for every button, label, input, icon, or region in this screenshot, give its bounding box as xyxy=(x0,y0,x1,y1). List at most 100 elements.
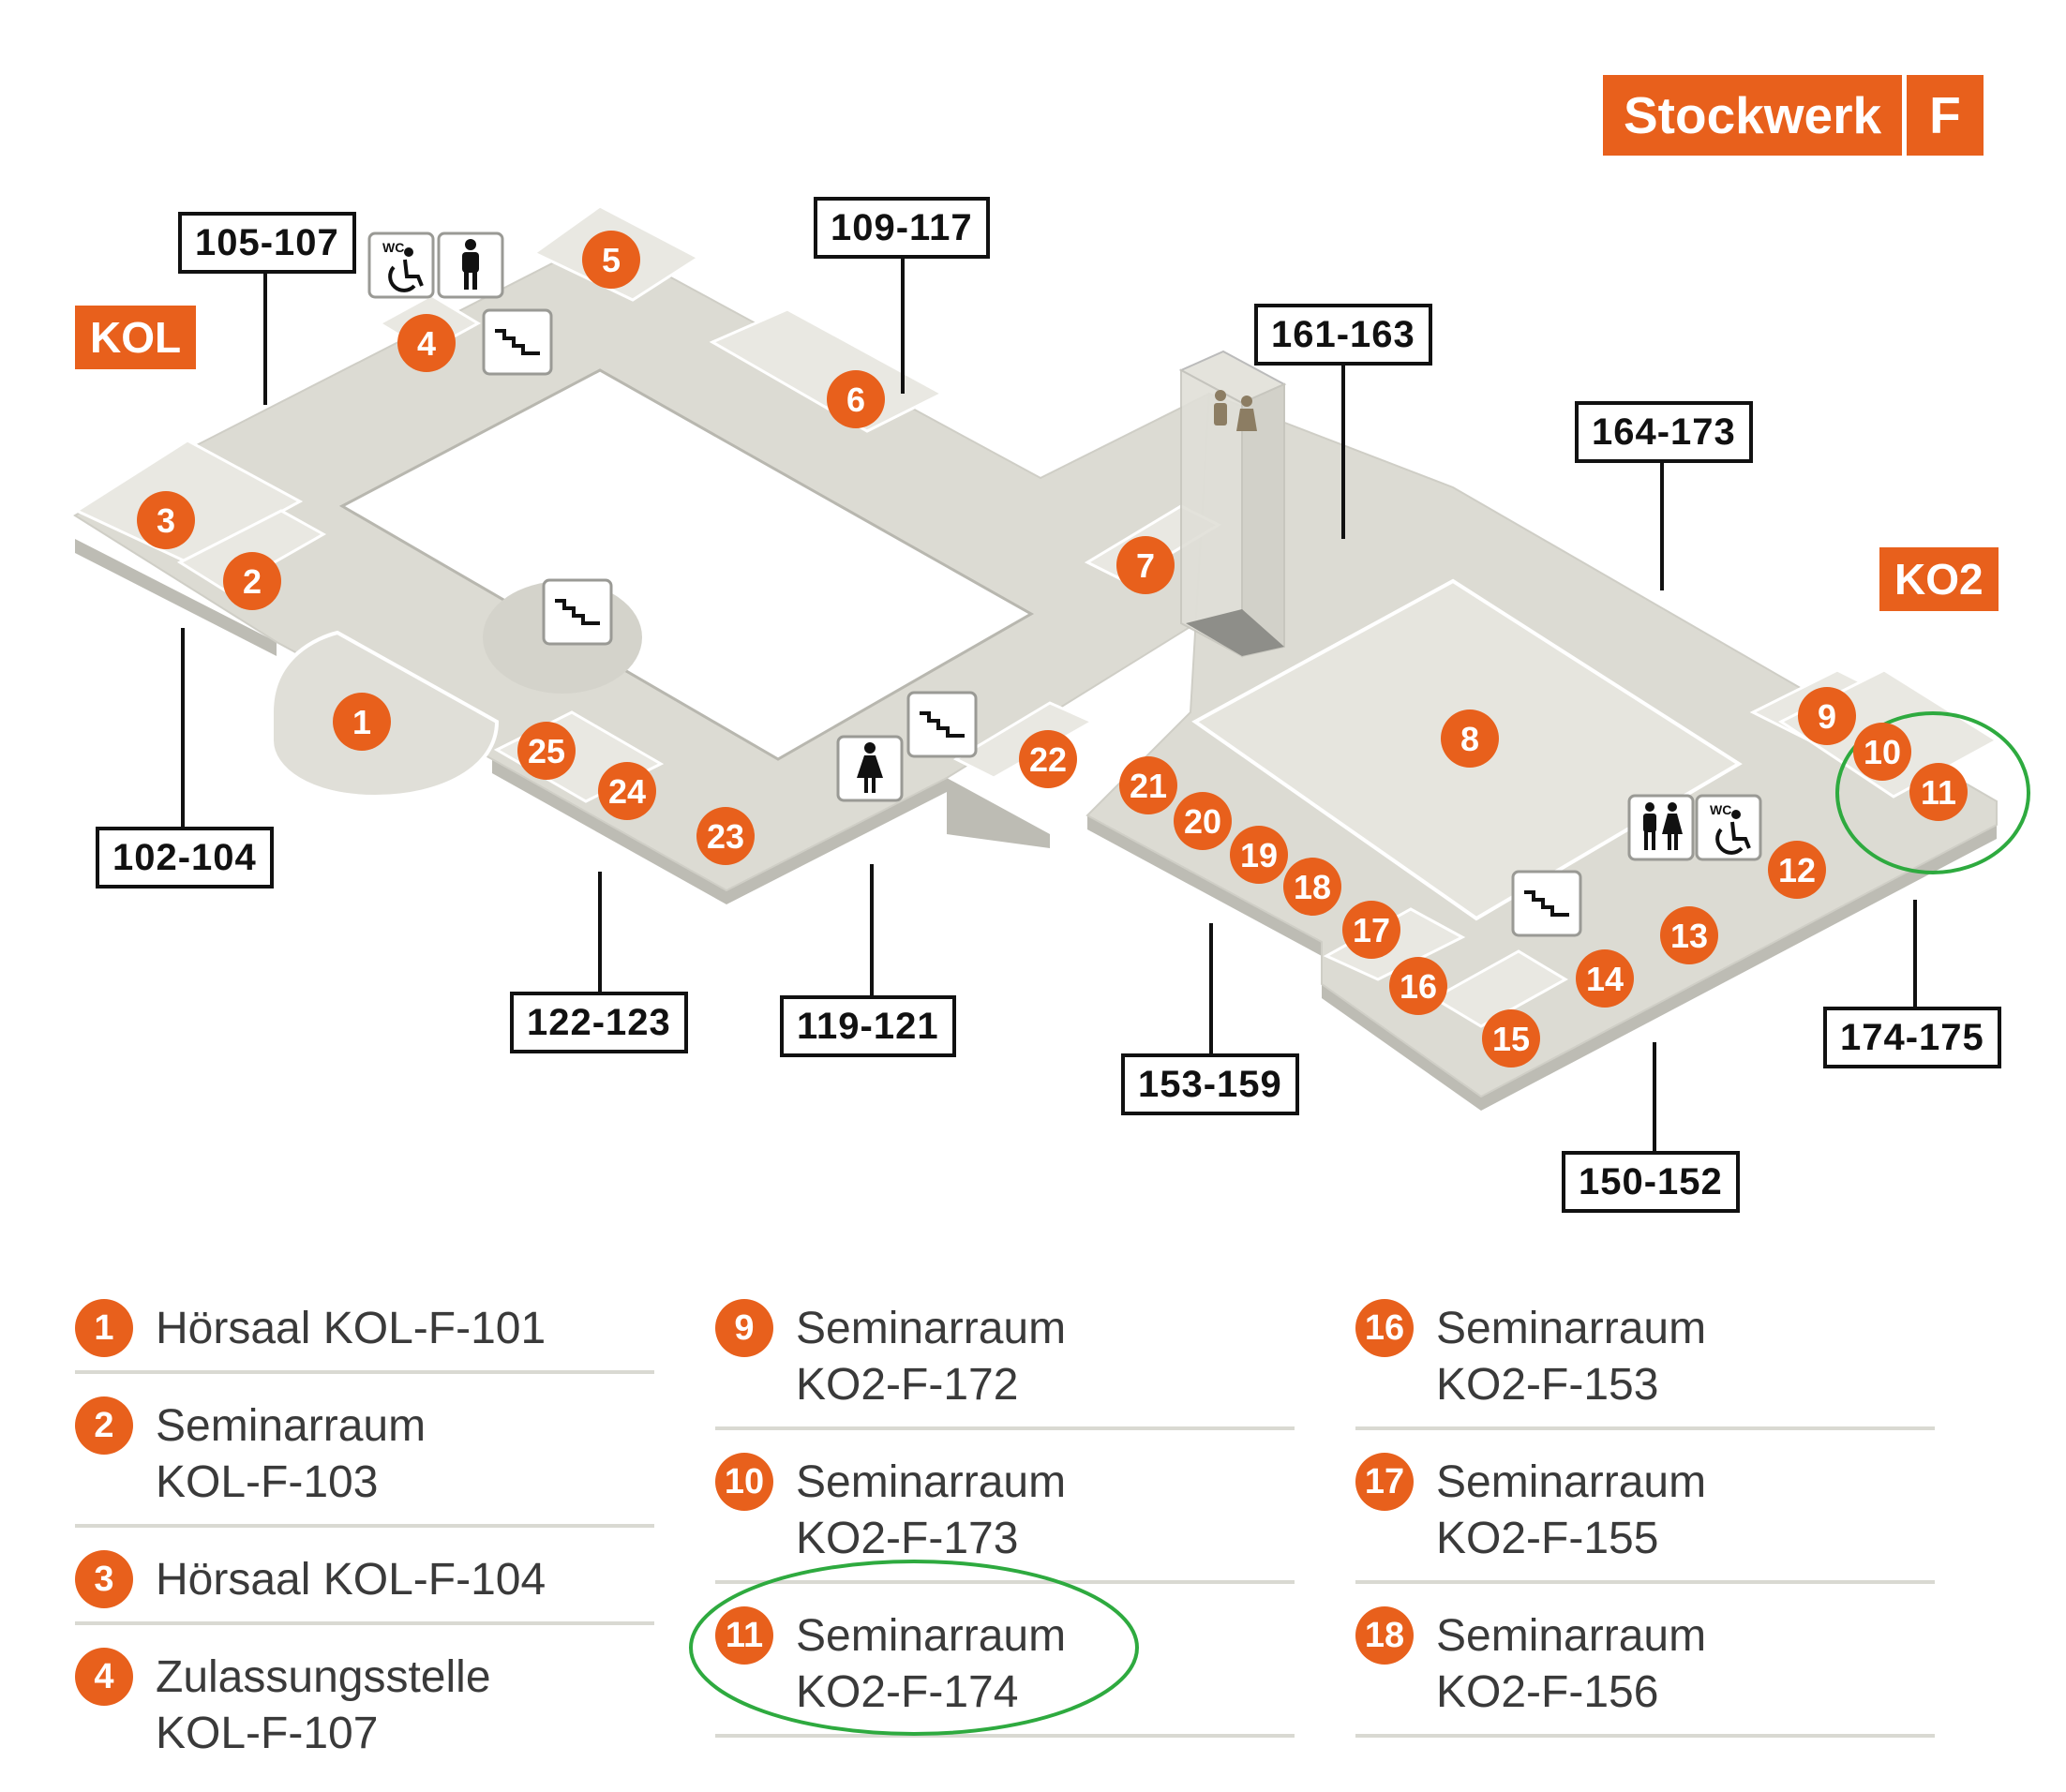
legend-text: Seminarraum KO2-F-174 xyxy=(796,1608,1066,1721)
room-marker-6[interactable]: 6 xyxy=(827,370,885,428)
legend-line-2: KO2-F-173 xyxy=(796,1514,1019,1563)
legend-text: Seminarraum KO2-F-173 xyxy=(796,1455,1066,1567)
svg-text:14: 14 xyxy=(1586,960,1624,998)
svg-text:WC: WC xyxy=(382,240,404,255)
floor-letter: F xyxy=(1929,86,1961,144)
legend-column-3: 16 Seminarraum KO2-F-153 17 Seminarraum … xyxy=(1355,1293,1935,1755)
floor-plan: WC WC 1 xyxy=(73,204,2030,1155)
legend-item-4: 4 Zulassungsstelle KOL-F-107 xyxy=(75,1642,654,1775)
legend-number-badge: 3 xyxy=(75,1550,133,1608)
floor-title: Stockwerk F xyxy=(1603,75,1984,156)
svg-text:25: 25 xyxy=(528,732,565,770)
legend-text: Seminarraum KO2-F-172 xyxy=(796,1301,1066,1413)
legend-number-badge: 9 xyxy=(715,1299,773,1357)
svg-text:6: 6 xyxy=(846,381,865,419)
callout-164-173: 164-173 xyxy=(1575,401,1753,463)
room-marker-2[interactable]: 2 xyxy=(223,552,281,610)
svg-text:4: 4 xyxy=(417,324,436,363)
svg-text:20: 20 xyxy=(1184,802,1221,841)
svg-text:24: 24 xyxy=(608,772,646,811)
legend-line-1: Hörsaal KOL-F-104 xyxy=(156,1555,546,1605)
legend-number-badge: 10 xyxy=(715,1453,773,1511)
legend-item-11: 11 Seminarraum KO2-F-174 xyxy=(715,1601,1295,1738)
room-marker-9[interactable]: 9 xyxy=(1798,687,1856,745)
svg-text:13: 13 xyxy=(1670,917,1708,955)
legend-text: Seminarraum KOL-F-103 xyxy=(156,1398,426,1511)
room-marker-5[interactable]: 5 xyxy=(582,231,640,289)
floor-label: Stockwerk xyxy=(1624,86,1882,144)
room-marker-7[interactable]: 7 xyxy=(1116,536,1175,594)
svg-text:1: 1 xyxy=(352,703,371,741)
svg-text:22: 22 xyxy=(1029,740,1067,779)
room-markers: 1 2 3 4 5 6 7 8 9 10 11 12 13 14 15 16 1… xyxy=(137,231,1968,1068)
highlight-room-11-legend xyxy=(689,1560,1139,1736)
room-marker-25[interactable]: 25 xyxy=(517,722,576,780)
stairs-icon xyxy=(542,578,613,646)
room-marker-21[interactable]: 21 xyxy=(1119,756,1177,814)
legend-line-2: KO2-F-156 xyxy=(1436,1667,1659,1717)
room-marker-17[interactable]: 17 xyxy=(1342,901,1400,959)
svg-text:10: 10 xyxy=(1864,733,1901,771)
callout-153-159: 153-159 xyxy=(1121,1053,1299,1115)
legend-item-1: 1 Hörsaal KOL-F-101 xyxy=(75,1293,654,1374)
callout-102-104: 102-104 xyxy=(96,827,274,889)
svg-text:3: 3 xyxy=(157,501,175,540)
svg-text:5: 5 xyxy=(602,241,621,279)
room-marker-12[interactable]: 12 xyxy=(1768,841,1826,899)
legend-item-18: 18 Seminarraum KO2-F-156 xyxy=(1355,1601,1935,1738)
room-marker-15[interactable]: 15 xyxy=(1482,1009,1540,1068)
legend-item-2: 2 Seminarraum KOL-F-103 xyxy=(75,1391,654,1528)
legend-text: Seminarraum KO2-F-155 xyxy=(1436,1455,1706,1567)
legend-line-1: Seminarraum xyxy=(796,1304,1067,1353)
svg-text:17: 17 xyxy=(1353,911,1390,949)
room-marker-20[interactable]: 20 xyxy=(1174,792,1232,850)
room-marker-14[interactable]: 14 xyxy=(1576,949,1634,1008)
svg-text:7: 7 xyxy=(1136,546,1155,585)
building-label-kol: KOL xyxy=(75,306,197,369)
legend-number-badge: 2 xyxy=(75,1396,133,1455)
svg-text:23: 23 xyxy=(707,817,744,856)
room-marker-22[interactable]: 22 xyxy=(1019,730,1077,788)
room-marker-24[interactable]: 24 xyxy=(598,762,656,820)
wc-tower-icon xyxy=(1214,390,1257,431)
wc-accessible-icon: WC xyxy=(367,231,435,299)
svg-text:12: 12 xyxy=(1778,851,1816,889)
callout-109-117: 109-117 xyxy=(814,197,990,259)
room-marker-16[interactable]: 16 xyxy=(1389,957,1447,1015)
svg-text:WC: WC xyxy=(1710,802,1731,817)
callout-lines xyxy=(181,253,1917,1155)
legend-number-badge: 4 xyxy=(75,1648,133,1706)
room-marker-13[interactable]: 13 xyxy=(1660,906,1718,964)
wc-men-icon xyxy=(437,231,504,299)
legend-text: Seminarraum KO2-F-156 xyxy=(1436,1608,1706,1721)
room-marker-18[interactable]: 18 xyxy=(1283,858,1341,916)
wc-accessible-icon: WC xyxy=(1695,794,1762,861)
stairs-icon xyxy=(1511,870,1582,937)
svg-text:2: 2 xyxy=(243,562,262,601)
callout-161-163: 161-163 xyxy=(1254,304,1432,366)
svg-text:18: 18 xyxy=(1294,868,1331,906)
callout-122-123: 122-123 xyxy=(510,992,688,1053)
building-walls xyxy=(75,539,1997,1111)
legend-line-1: Seminarraum xyxy=(796,1457,1067,1507)
legend-number-badge: 18 xyxy=(1355,1606,1414,1665)
legend-line-1: Hörsaal KOL-F-101 xyxy=(156,1304,546,1353)
legend-line-1: Zulassungsstelle xyxy=(156,1652,491,1702)
legend-line-1: Seminarraum xyxy=(1436,1304,1707,1353)
room-marker-1[interactable]: 1 xyxy=(333,693,391,751)
room-marker-23[interactable]: 23 xyxy=(696,807,755,865)
room-marker-3[interactable]: 3 xyxy=(137,491,195,549)
svg-text:16: 16 xyxy=(1400,967,1437,1006)
room-marker-4[interactable]: 4 xyxy=(397,314,456,372)
legend-column-2: 9 Seminarraum KO2-F-172 10 Seminarraum K… xyxy=(715,1293,1295,1755)
tower-block xyxy=(1178,350,1287,658)
room-marker-8[interactable]: 8 xyxy=(1441,709,1499,768)
room-marker-19[interactable]: 19 xyxy=(1230,826,1288,884)
svg-text:21: 21 xyxy=(1130,767,1167,805)
legend-number-badge: 1 xyxy=(75,1299,133,1357)
legend-line-2: KO2-F-174 xyxy=(796,1667,1019,1717)
room-marker-10[interactable]: 10 xyxy=(1853,723,1911,781)
legend-item-17: 17 Seminarraum KO2-F-155 xyxy=(1355,1447,1935,1584)
courtyard-kol xyxy=(338,368,1035,761)
room-marker-11[interactable]: 11 xyxy=(1909,763,1968,821)
